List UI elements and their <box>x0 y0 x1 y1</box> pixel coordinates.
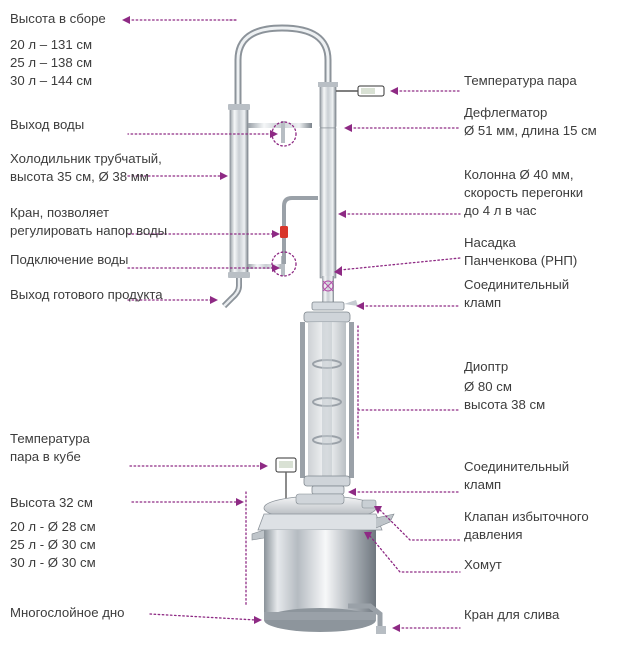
boiler-tank <box>251 493 395 634</box>
valve-label: Кран, позволяет регулировать напор воды <box>10 205 168 238</box>
condenser-label: Холодильник трубчатый, высота 35 см, Ø 3… <box>10 151 162 184</box>
clamp-bottom-label: Соединительный кламп <box>464 459 570 492</box>
water-valve-line <box>280 196 318 264</box>
vapor-arch-tube <box>234 24 332 108</box>
packing-label: Насадка Панченкова (РНП) <box>464 235 578 268</box>
drain-label: Кран для слива <box>464 607 560 622</box>
vapor-temp-label: Температура пара <box>464 73 577 88</box>
water-in-label: Подключение воды <box>10 252 129 267</box>
clamp-top-label: Соединительный кламп <box>464 277 570 310</box>
tank-height-lines: 20 л - Ø 28 см 25 л - Ø 30 см 30 л - Ø 3… <box>10 519 96 570</box>
diopter-title: Диоптр <box>464 359 509 374</box>
pressure-valve-label: Клапан избыточного давления <box>464 509 589 542</box>
clamp-ring-label: Хомут <box>464 557 502 572</box>
column-label: Колонна Ø 40 мм, скорость перегонки до 4… <box>464 167 584 218</box>
thermometer-icon <box>336 85 385 97</box>
leader-lines <box>122 16 461 632</box>
bottom-label: Многослойное дно <box>10 605 125 620</box>
distillation-column <box>311 82 358 311</box>
diopter-lines: Ø 80 см высота 38 см <box>464 379 546 412</box>
tank-height-title: Высота 32 см <box>10 495 93 510</box>
assembled-height-title: Высота в сборе <box>10 11 106 26</box>
assembled-height-lines: 20 л – 131 см 25 л – 138 см 30 л – 144 с… <box>10 37 93 88</box>
cube-temp-label: Температура пара в кубе <box>10 431 90 464</box>
water-out-label: Выход воды <box>10 117 85 132</box>
dephlegmator-label: Дефлегматор Ø 51 мм, длина 15 см <box>464 105 597 138</box>
diopter <box>300 311 354 495</box>
product-out-label: Выход готового продукта <box>10 287 163 302</box>
